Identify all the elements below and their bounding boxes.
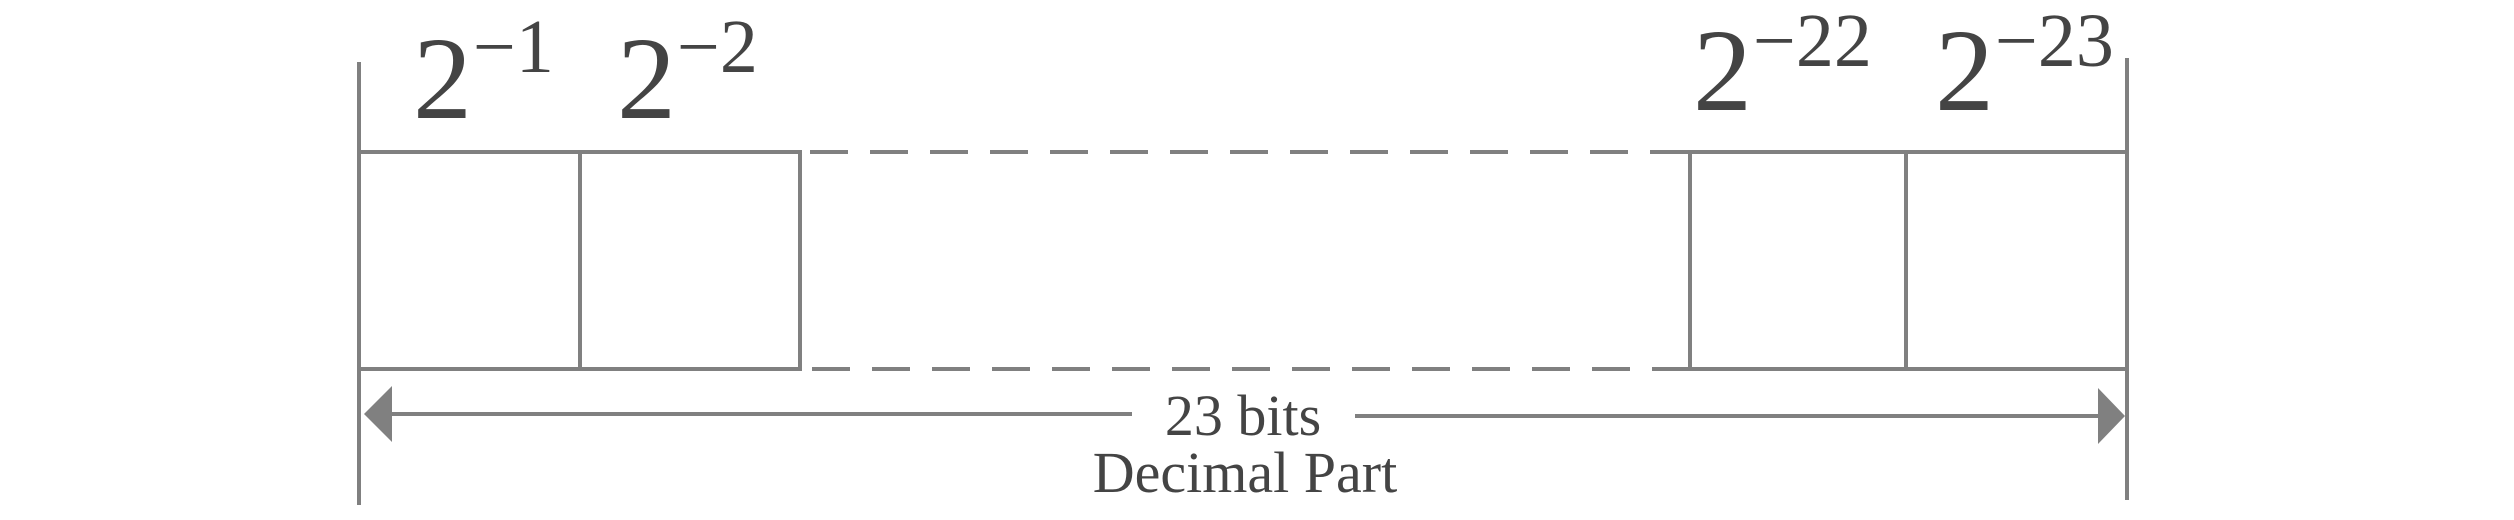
bit-label-1: 2 −1 — [413, 5, 554, 144]
bit-label-2-exponent: −2 — [677, 5, 758, 89]
bit-label-1-base: 2 — [413, 13, 472, 144]
span-arrow-right-head — [2098, 388, 2125, 444]
left-bit-cells — [357, 150, 802, 371]
bit-label-23: 2 −23 — [1935, 0, 2114, 136]
bit-label-1-exponent: −1 — [473, 5, 554, 89]
bit-label-22: 2 −22 — [1693, 0, 1872, 136]
span-caption: 23 bits Decimal Part — [1093, 383, 1397, 505]
dashed-continuation — [810, 150, 1690, 371]
bit-cell-1 — [357, 150, 582, 371]
span-sublabel: Decimal Part — [1093, 440, 1397, 505]
bit-label-22-exponent: −22 — [1753, 0, 1872, 83]
bit-label-2: 2 −2 — [617, 5, 758, 144]
span-bits-label: 23 bits — [1165, 383, 1321, 448]
bit-label-23-base: 2 — [1935, 5, 1994, 136]
bit-label-2-base: 2 — [617, 13, 676, 144]
bit-label-23-exponent: −23 — [1995, 0, 2114, 83]
bit-cell-23 — [1904, 150, 2129, 371]
span-arrow-left-head — [364, 386, 392, 442]
bit-label-22-base: 2 — [1693, 5, 1752, 136]
bit-cell-22 — [1688, 150, 1908, 371]
span-arrow — [364, 386, 2125, 444]
bit-cell-2 — [578, 150, 802, 371]
right-bit-cells — [1688, 150, 2129, 371]
